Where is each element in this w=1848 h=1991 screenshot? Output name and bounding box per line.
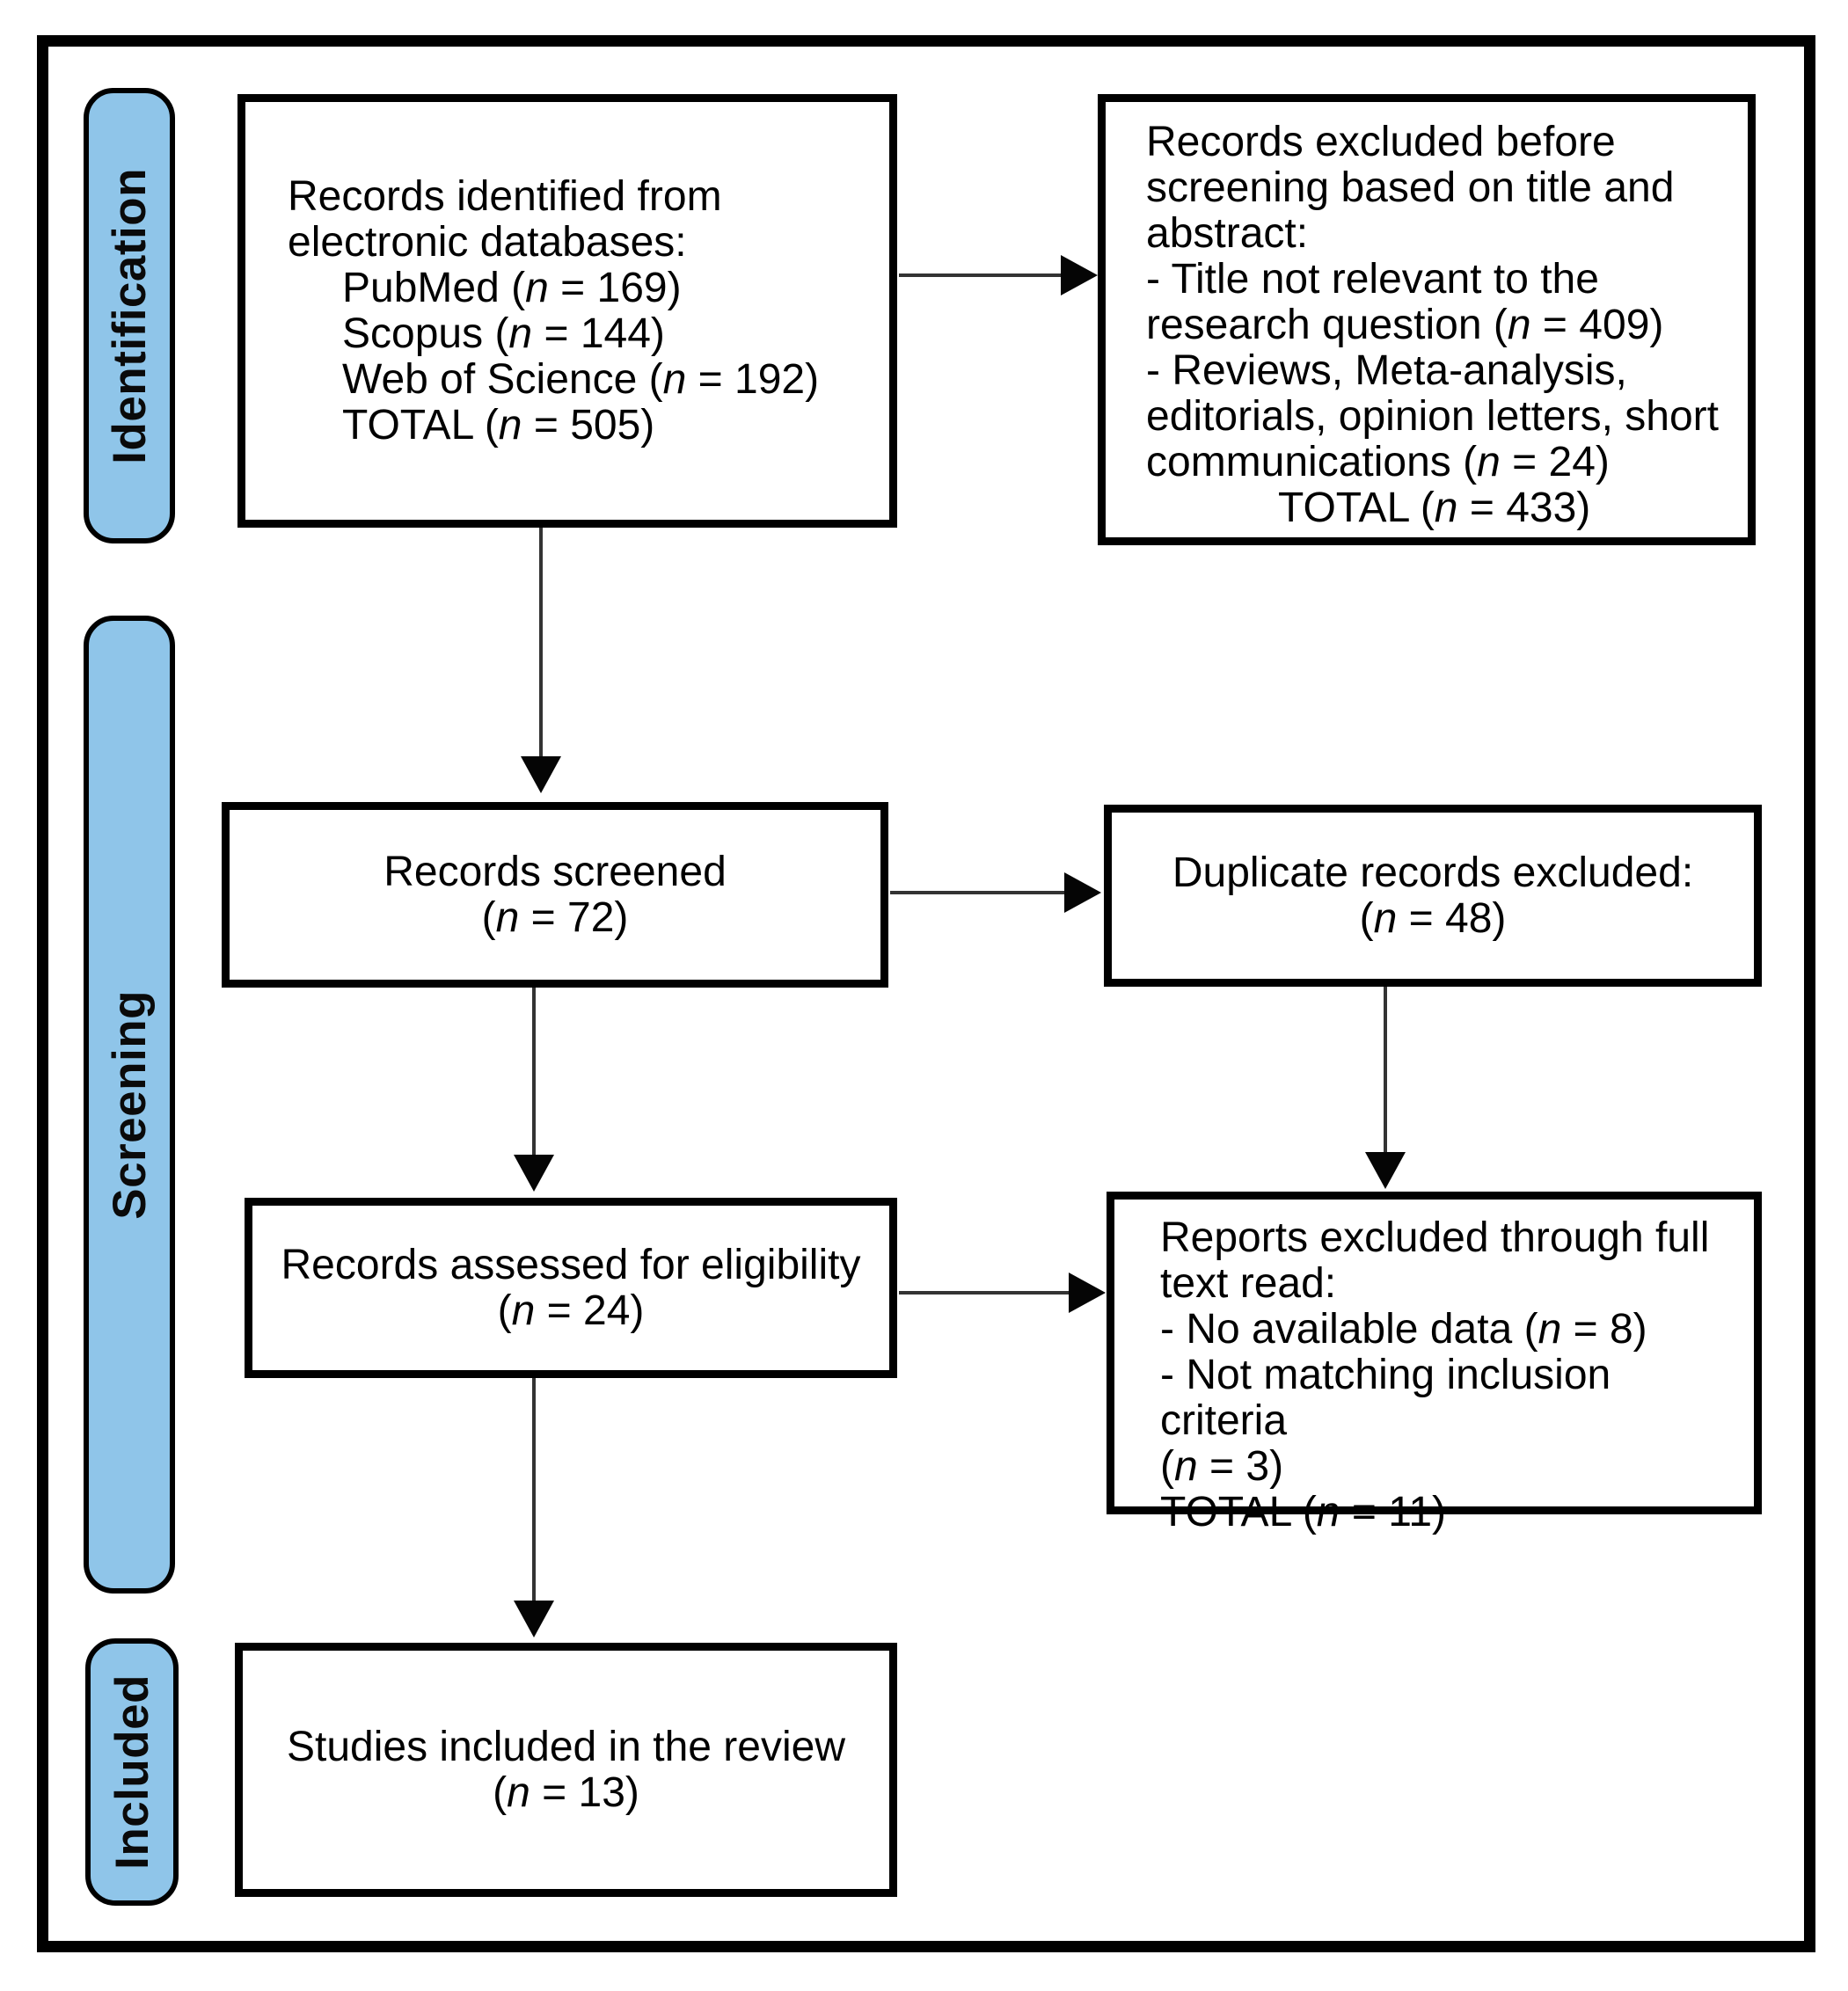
stage-tab-included: Included — [85, 1638, 179, 1906]
box-records-screened: Records screened(n = 72) — [222, 802, 888, 988]
box-duplicate-records-excluded: Duplicate records excluded:(n = 48) — [1104, 805, 1762, 987]
box-records-assessed-for-eligibility: Records assessed for eligibility(n = 24) — [245, 1198, 897, 1378]
stage-tab-screening: Screening — [84, 616, 175, 1594]
stage-label-included: Included — [106, 1674, 158, 1870]
stage-label-screening: Screening — [103, 989, 156, 1220]
stage-label-identification: Identification — [103, 167, 156, 464]
box-studies-included-in-review: Studies included in the review(n = 13) — [235, 1643, 897, 1897]
stage-tab-identification: Identification — [84, 88, 175, 543]
